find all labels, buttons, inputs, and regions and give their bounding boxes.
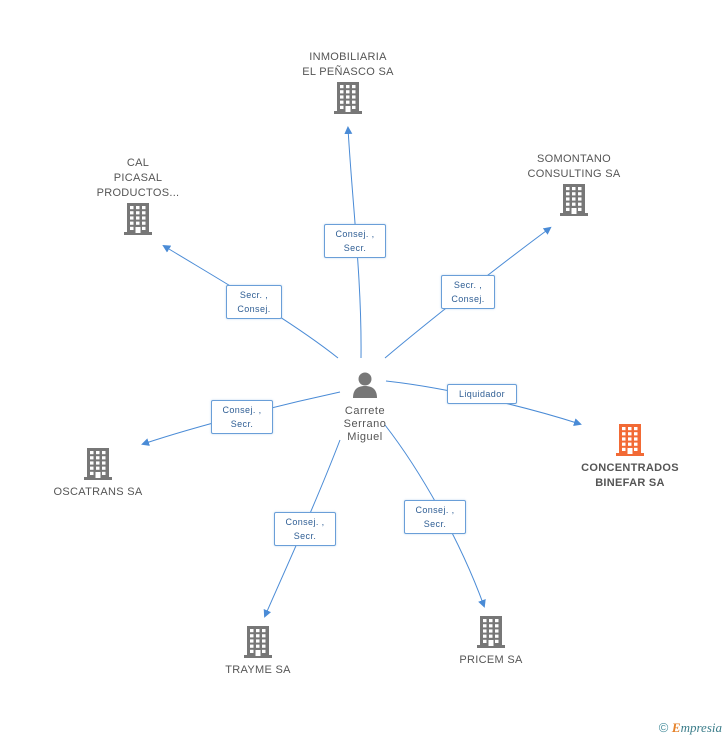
company-node-trayme[interactable]: TRAYME SA <box>198 624 318 678</box>
building-icon <box>122 201 154 240</box>
building-icon <box>82 446 114 485</box>
building-icon <box>242 624 274 663</box>
person-node[interactable]: Carrete Serrano Miguel <box>330 370 400 444</box>
relation-label-pricem[interactable]: Consej. , Secr. <box>404 500 466 534</box>
company-name: TRAYME SA <box>225 664 291 676</box>
company-node-inmobiliaria[interactable]: INMOBILIARIA EL PEÑASCO SA <box>288 50 408 119</box>
empresia-logo-letter: E <box>671 720 681 735</box>
relation-label-trayme[interactable]: Consej. , Secr. <box>274 512 336 546</box>
company-node-concentrados[interactable]: CONCENTRADOS BINEFAR SA <box>568 422 692 491</box>
company-node-cal[interactable]: CAL PICASAL PRODUCTOS... <box>78 156 198 240</box>
person-icon <box>353 372 377 398</box>
company-name: PRICEM SA <box>459 654 523 666</box>
empresia-logo-text: mpresia <box>680 720 722 735</box>
company-name: OSCATRANS SA <box>53 486 143 498</box>
relation-label-inmobiliaria[interactable]: Consej. , Secr. <box>324 224 386 258</box>
company-node-pricem[interactable]: PRICEM SA <box>431 614 551 668</box>
building-icon <box>558 182 590 221</box>
company-name: SOMONTANO CONSULTING SA <box>527 153 621 180</box>
relation-label-oscatrans[interactable]: Consej. , Secr. <box>211 400 273 434</box>
relation-label-concentrados[interactable]: Liquidador <box>447 384 517 404</box>
building-icon <box>332 80 364 119</box>
building-icon <box>614 422 646 461</box>
copyright-symbol: © <box>658 720 669 735</box>
person-name: Carrete Serrano Miguel <box>343 405 387 443</box>
company-node-oscatrans[interactable]: OSCATRANS SA <box>38 446 158 500</box>
relation-label-somontano[interactable]: Secr. , Consej. <box>441 275 495 309</box>
relation-label-cal[interactable]: Secr. , Consej. <box>226 285 282 319</box>
company-name: CAL PICASAL PRODUCTOS... <box>96 157 180 199</box>
company-node-somontano[interactable]: SOMONTANO CONSULTING SA <box>508 152 640 221</box>
footer-brand: © Empresia <box>659 720 722 736</box>
company-name: INMOBILIARIA EL PEÑASCO SA <box>302 51 394 78</box>
company-name: CONCENTRADOS BINEFAR SA <box>581 462 679 489</box>
building-icon <box>475 614 507 653</box>
